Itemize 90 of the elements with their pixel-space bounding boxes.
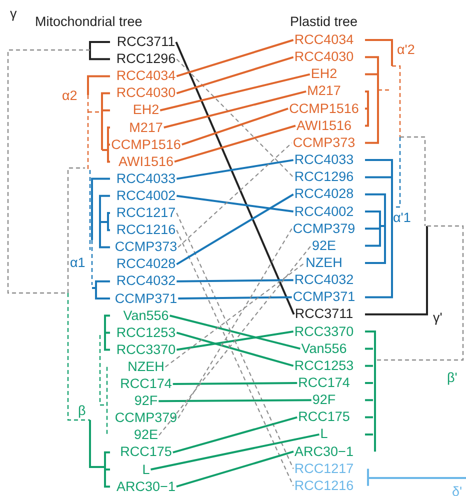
taxon-label: RCC3711 (116, 34, 176, 50)
taxon-label: RCC4030 (294, 49, 354, 66)
connector-line (172, 382, 298, 385)
taxon-label: RCC1296 (116, 51, 176, 68)
taxon-label: RCC1296 (294, 169, 354, 186)
taxon-label: RCC4002 (116, 188, 176, 204)
connector-line (170, 314, 300, 350)
connector-line (176, 330, 294, 351)
connector-line (165, 262, 305, 368)
tree-title: Plastid tree (290, 14, 358, 30)
clade-label: β (78, 403, 86, 419)
taxon-label: Van556 (123, 308, 169, 324)
taxon-label: EH2 (310, 66, 338, 82)
clade-label: α2 (62, 88, 78, 104)
connector-line (160, 73, 310, 112)
connector-line (176, 332, 294, 367)
taxon-label: M217 (307, 83, 341, 100)
taxon-label: RCC3370 (116, 342, 176, 358)
taxon-label: EH2 (132, 102, 160, 118)
taxon-label: CCMP379 (114, 410, 178, 426)
taxon-label: RCC1217 (116, 205, 176, 221)
taxon-label: RCC3711 (294, 306, 354, 322)
taxon-label: RCC174 (298, 375, 350, 391)
connector-line (174, 124, 296, 163)
taxon-label: RCC4033 (116, 170, 176, 187)
tree-title: Mitochondrial tree (35, 14, 142, 30)
connector-line (182, 108, 288, 146)
connector-line (158, 399, 312, 402)
taxon-label: 92E (134, 427, 158, 444)
taxon-label: RCC3370 (294, 324, 354, 340)
taxon-label: RCC1253 (116, 324, 176, 341)
taxon-label: RCC1216 (294, 478, 354, 494)
taxon-label: CCMP373 (114, 239, 178, 256)
taxon-label: RCC4034 (116, 68, 176, 84)
clade-label: γ' (433, 310, 442, 326)
connector-line (176, 58, 294, 178)
taxon-label: RCC4028 (294, 186, 354, 202)
taxon-label: CCMP371 (114, 290, 178, 306)
connector-line (176, 56, 294, 94)
connector-line (176, 194, 294, 266)
taxon-label: ARC30−1 (116, 478, 176, 495)
connector-line (164, 90, 306, 128)
taxon-label: RCC1216 (116, 222, 176, 238)
taxon-label: NZEH (128, 358, 164, 375)
connector-line (176, 450, 294, 488)
connector-line (176, 194, 294, 212)
connector-line (175, 42, 295, 315)
taxon-label: RCC175 (120, 444, 172, 460)
taxon-label: CCMP1516 (111, 136, 181, 153)
taxon-label: RCC174 (120, 376, 172, 392)
taxon-label: NZEH (306, 254, 342, 271)
taxon-label: RCC4032 (294, 272, 354, 288)
taxon-label: RCC4033 (294, 152, 354, 168)
connector-line (176, 159, 294, 180)
connector-line (176, 279, 294, 282)
connector-line (178, 228, 292, 418)
connector-line (178, 296, 292, 300)
taxon-label: RCC4030 (116, 85, 176, 102)
taxon-label: RCC4034 (294, 32, 354, 48)
taxon-label: Van556 (301, 340, 347, 357)
taxon-label: RCC4032 (116, 273, 176, 290)
clade-label: β' (447, 370, 458, 386)
taxon-label: RCC175 (298, 409, 350, 426)
connector-line (150, 433, 320, 470)
connector-line (172, 416, 298, 454)
taxon-label: AWI1516 (296, 118, 352, 134)
taxon-label: RCC1253 (294, 358, 354, 374)
taxon-label: L (320, 426, 328, 442)
clade-label: α1 (70, 255, 86, 271)
connector-line (178, 142, 292, 248)
taxon-label: RCC4028 (116, 256, 176, 272)
taxon-label: CCMP1516 (289, 100, 359, 117)
taxon-label: CCMP379 (292, 220, 356, 237)
clade-label: α'2 (397, 42, 415, 58)
taxon-label: RCC1217 (294, 460, 354, 477)
taxon-label: AWI1516 (118, 154, 174, 170)
taxon-label: L (142, 462, 150, 478)
clade-label: γ (10, 6, 17, 22)
clade-label: α'1 (393, 210, 411, 226)
taxon-label: M217 (129, 120, 163, 136)
connector-line (158, 245, 312, 436)
connector-line (176, 39, 294, 78)
taxon-label: ARC30−1 (294, 444, 354, 460)
taxon-label: CCMP371 (292, 289, 356, 306)
taxon-label: 92F (312, 392, 336, 408)
taxon-label: 92E (312, 238, 336, 254)
taxon-label: RCC4002 (294, 204, 354, 220)
clade-label: δ' (452, 484, 462, 496)
taxon-label: 92F (134, 393, 158, 410)
taxon-label: CCMP373 (292, 134, 356, 151)
